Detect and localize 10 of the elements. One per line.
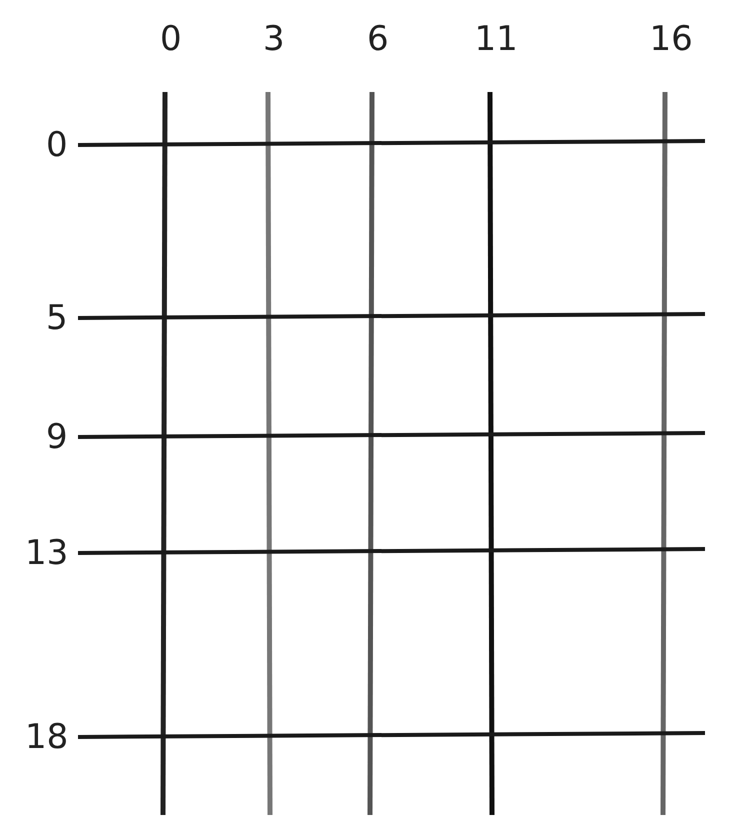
row-number: 18 — [25, 720, 68, 754]
column-number: 3 — [263, 22, 285, 56]
column-number: 6 — [367, 22, 389, 56]
row-number: 13 — [25, 536, 68, 570]
column-number: 16 — [650, 22, 693, 56]
row-number: 0 — [46, 128, 68, 162]
column-number: 0 — [160, 22, 182, 56]
row-number: 5 — [46, 301, 68, 335]
column-number: 11 — [474, 22, 518, 56]
row-number: 9 — [46, 420, 68, 454]
